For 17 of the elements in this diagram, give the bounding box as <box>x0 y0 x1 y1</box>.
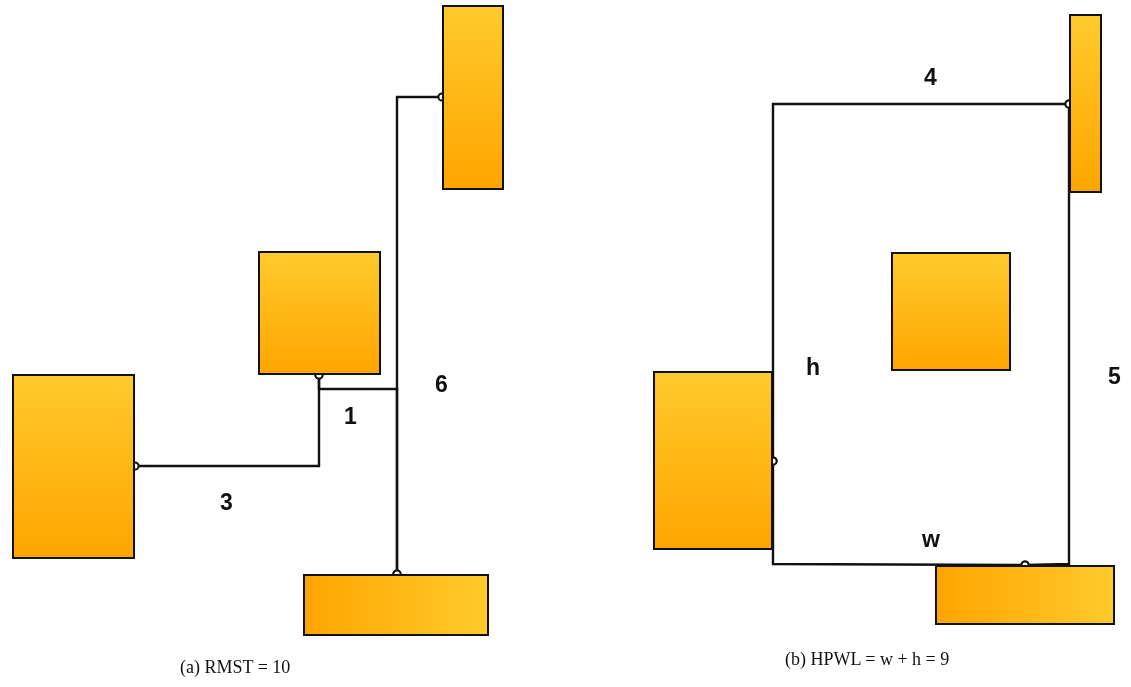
segment-length: 5 <box>1108 363 1121 390</box>
caption: (b) HPWL = w + h = 9 <box>785 649 950 670</box>
cell-block <box>1069 14 1102 193</box>
cell-block <box>442 5 504 190</box>
cell-block <box>891 252 1011 371</box>
cell-block <box>258 251 381 375</box>
cell-block <box>935 565 1115 625</box>
caption: (a) RMST = 10 <box>180 657 291 678</box>
height-label: h <box>806 354 821 381</box>
segment-length: 4 <box>924 64 937 91</box>
segment-length: 3 <box>220 489 233 516</box>
segment-length: 6 <box>435 371 448 398</box>
segment-length: 1 <box>344 403 357 430</box>
cell-block <box>303 574 489 636</box>
width-label: w <box>922 526 940 553</box>
cell-block <box>12 374 135 559</box>
cell-block <box>653 371 773 550</box>
